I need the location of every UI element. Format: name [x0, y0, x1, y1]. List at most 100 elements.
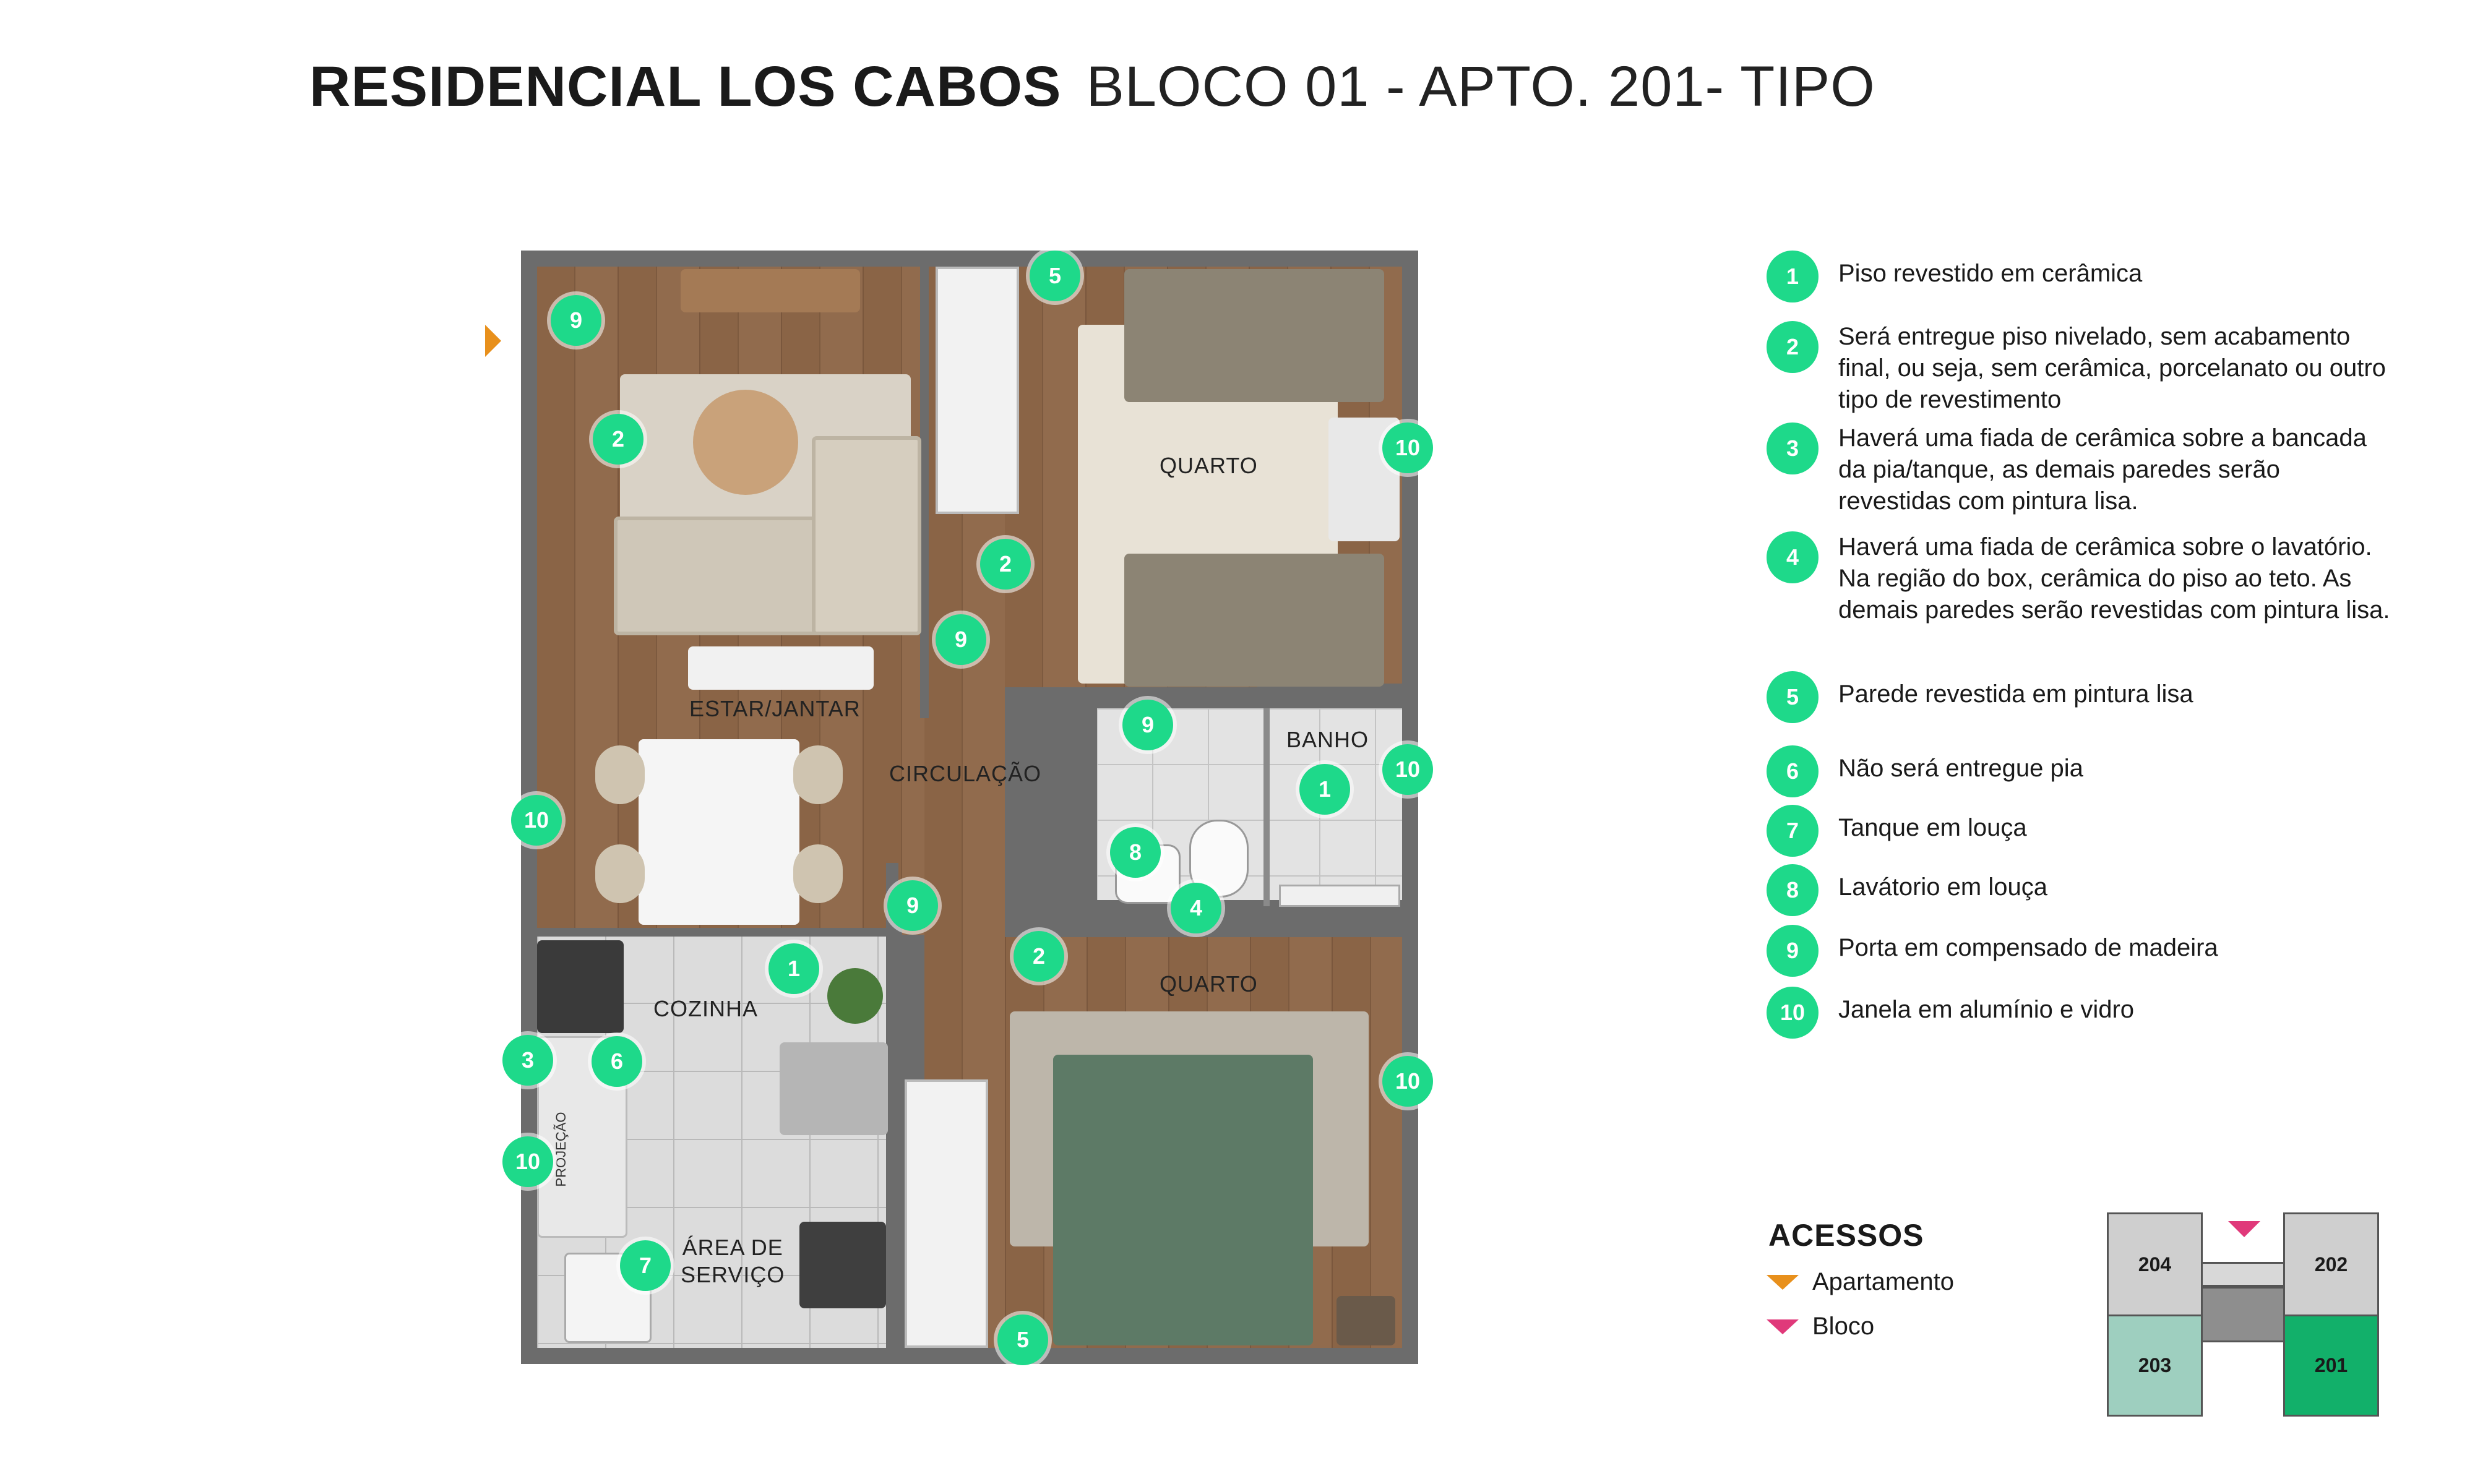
title-subtitle: BLOCO 01 - APTO. 201- TIPO [1086, 55, 1875, 118]
apartment-entrance-arrow-icon [485, 325, 501, 357]
plan-marker: 8 [1110, 827, 1161, 878]
chair [793, 844, 843, 903]
page-title: RESIDENCIAL LOS CABOS BLOCO 01 - APTO. 20… [309, 54, 1875, 119]
plan-marker: 9 [551, 295, 601, 346]
plant [827, 968, 883, 1024]
legend-item: 1 Piso revestido em cerâmica [1767, 251, 2395, 302]
room-label-quarto-1: QUARTO [1160, 453, 1258, 478]
legend-text: Parede revestida em pintura lisa [1838, 680, 2193, 708]
plan-marker: 2 [980, 539, 1031, 590]
legend-number: 5 [1767, 671, 1819, 723]
floor-plan: ESTAR/JANTAR CIRCULAÇÃO QUARTO BANHO QUA… [502, 251, 1433, 1365]
legend-text: Não será entregue pia [1838, 755, 2083, 782]
plan-marker: 2 [1014, 931, 1064, 982]
legend-number: 10 [1767, 987, 1819, 1039]
acessos-apartamento: Apartamento [1767, 1268, 1954, 1296]
legend-item: 8 Lavátorio em louça [1767, 864, 2395, 916]
coffee-table [693, 390, 798, 495]
room-label-area-line-2: SERVIÇO [681, 1262, 785, 1287]
plan-marker: 1 [768, 943, 819, 994]
plan-marker: 9 [1122, 700, 1173, 750]
legend-item: 3 Haverá uma fiada de cerâmica sobre a b… [1767, 422, 2395, 517]
legend-number: 4 [1767, 531, 1819, 583]
legend-item: 2 Será entregue piso nivelado, sem acaba… [1767, 321, 2395, 416]
room-label-projecao: PROJEÇÃO [553, 1112, 569, 1187]
nightstand [1336, 1296, 1395, 1345]
wall [920, 267, 929, 718]
bloco-arrow-icon [1767, 1319, 1799, 1334]
legend-text: Piso revestido em cerâmica [1838, 260, 2143, 287]
plan-marker: 3 [502, 1035, 553, 1086]
legend-number: 1 [1767, 251, 1819, 302]
legend-number: 9 [1767, 925, 1819, 977]
plan-marker: 10 [1382, 1056, 1433, 1107]
legend-item: 7 Tanque em louça [1767, 805, 2395, 857]
chair [595, 844, 645, 903]
legend-item: 6 Não será entregue pia [1767, 745, 2395, 797]
wall [1087, 702, 1097, 912]
double-bed [1053, 1055, 1313, 1345]
refrigerator [780, 1042, 888, 1135]
legend-number: 8 [1767, 864, 1819, 916]
room-label-quarto-2: QUARTO [1160, 971, 1258, 997]
legend-text: Porta em compensado de madeira [1838, 934, 2218, 961]
room-label-banho: BANHO [1286, 727, 1369, 752]
unit-201: 201 [2283, 1315, 2379, 1417]
room-label-area-servico: ÁREA DE SERVIÇO [681, 1234, 785, 1289]
legend-number: 6 [1767, 745, 1819, 797]
plan-marker: 4 [1171, 883, 1221, 933]
stove [537, 940, 624, 1033]
legend-text: Lavátorio em louça [1838, 873, 2047, 901]
room-label-cozinha: COZINHA [653, 996, 758, 1021]
sideboard [688, 646, 874, 690]
title-name: RESIDENCIAL LOS CABOS [309, 55, 1062, 118]
plan-marker: 5 [1030, 251, 1080, 301]
plan-marker: 10 [1382, 744, 1433, 795]
block-key-plan: 204 202 203 201 [2107, 1212, 2379, 1417]
legend-text: Janela em alumínio e vidro [1838, 996, 2135, 1023]
dining-table [639, 739, 799, 925]
legend-number: 3 [1767, 422, 1819, 474]
room-label-estar-jantar: ESTAR/JANTAR [689, 696, 861, 721]
room-label-circulacao: CIRCULAÇÃO [889, 761, 1042, 786]
chair [595, 745, 645, 804]
bed [1124, 554, 1384, 687]
plan-marker: 7 [620, 1240, 671, 1291]
acessos-apartamento-label: Apartamento [1812, 1268, 1955, 1295]
stair-landing [2201, 1262, 2285, 1287]
legend-text: Será entregue piso nivelado, sem acabame… [1838, 323, 2386, 413]
unit-203: 203 [2107, 1315, 2203, 1417]
unit-202: 202 [2283, 1212, 2379, 1316]
plan-marker: 9 [887, 880, 938, 931]
chair [793, 745, 843, 804]
plan-marker: 6 [592, 1036, 642, 1087]
washing-machine [799, 1222, 886, 1308]
acessos-bloco-label: Bloco [1812, 1313, 1875, 1340]
wardrobe [905, 1079, 988, 1348]
plan-marker: 10 [502, 1136, 553, 1187]
stair-hall [2201, 1287, 2285, 1342]
legend-item: 10 Janela em alumínio e vidro [1767, 987, 2395, 1039]
plan-marker: 10 [1382, 422, 1433, 473]
plan-marker: 9 [936, 614, 986, 665]
plan-marker: 10 [511, 795, 562, 846]
bed [1124, 269, 1384, 402]
legend-text: Haverá uma fiada de cerâmica sobre a ban… [1838, 424, 2367, 515]
legend-item: 5 Parede revestida em pintura lisa [1767, 671, 2395, 723]
tv-panel [681, 269, 860, 312]
plan-marker: 2 [593, 414, 644, 465]
room-label-area-line-1: ÁREA DE [682, 1235, 783, 1260]
acessos-bloco: Bloco [1767, 1313, 1874, 1340]
apartamento-arrow-icon [1767, 1274, 1799, 1290]
bloco-entrance-arrow-icon [2228, 1221, 2260, 1237]
wall [1263, 708, 1270, 906]
legend-text: Haverá uma fiada de cerâmica sobre o lav… [1838, 533, 2390, 624]
unit-204: 204 [2107, 1212, 2203, 1316]
wardrobe [936, 267, 1019, 514]
wall [886, 863, 898, 1348]
shower-tray [1279, 885, 1400, 907]
acessos-title: ACESSOS [1768, 1218, 1924, 1253]
legend-text: Tanque em louça [1838, 814, 2027, 841]
legend-number: 2 [1767, 321, 1819, 373]
wall [537, 928, 902, 937]
